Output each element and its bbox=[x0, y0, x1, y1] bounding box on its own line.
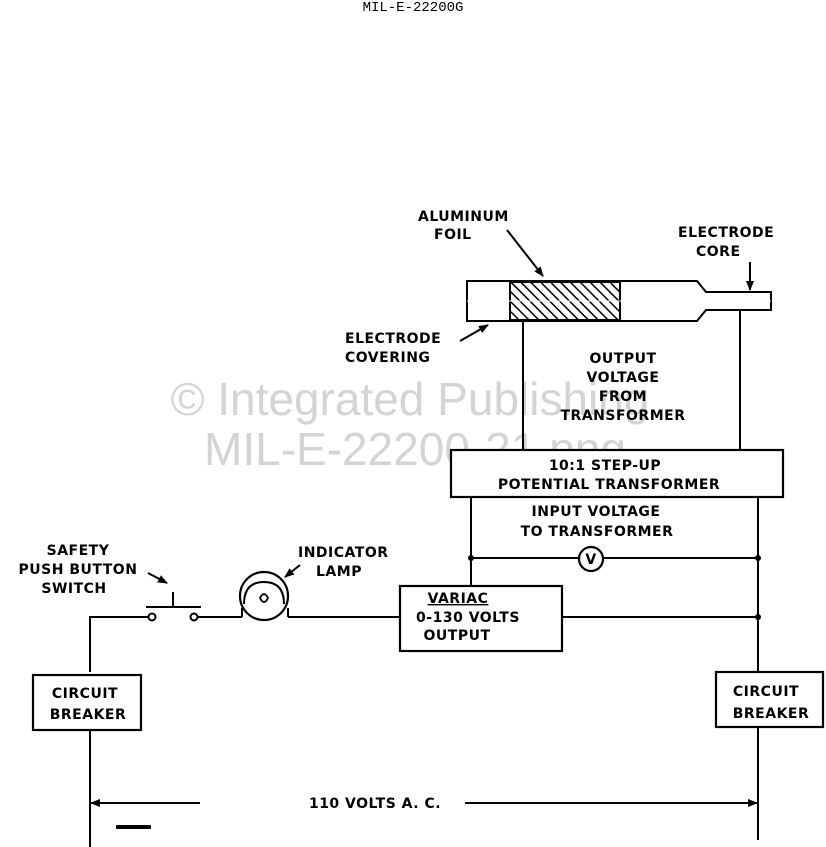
variac-output: OUTPUT bbox=[424, 628, 491, 644]
figure-code-mark bbox=[116, 825, 151, 829]
svg-text:CORE: CORE bbox=[696, 244, 741, 260]
left-supply-wire bbox=[89, 616, 149, 672]
svg-text:BREAKER: BREAKER bbox=[733, 706, 810, 722]
svg-text:VOLTAGE: VOLTAGE bbox=[587, 370, 660, 386]
indicator-lamp-icon bbox=[238, 570, 290, 622]
svg-text:SWITCH: SWITCH bbox=[41, 581, 106, 597]
supply-voltage-dimension: 110 VOLTS A. C. bbox=[90, 796, 758, 812]
covering-arrow-icon bbox=[459, 324, 489, 342]
electrode-core-label: ELECTRODE CORE bbox=[678, 225, 774, 291]
indicator-lamp-label: INDICATOR LAMP bbox=[284, 545, 389, 580]
electrode-covering-label: ELECTRODE COVERING bbox=[345, 324, 489, 366]
aluminum-foil-label: ALUMINUM FOIL bbox=[418, 209, 544, 277]
svg-text:PUSH BUTTON: PUSH BUTTON bbox=[19, 562, 138, 578]
svg-text:BREAKER: BREAKER bbox=[50, 707, 127, 723]
svg-text:OUTPUT: OUTPUT bbox=[590, 351, 657, 367]
transformer-ratio-label: 10:1 STEP-UP bbox=[549, 458, 661, 474]
circuit-breaker-right: CIRCUIT BREAKER bbox=[714, 670, 825, 729]
svg-text:TRANSFORMER: TRANSFORMER bbox=[561, 408, 686, 424]
variac-range: 0-130 VOLTS bbox=[416, 610, 520, 626]
svg-text:ELECTRODE: ELECTRODE bbox=[678, 225, 774, 241]
foil-arrow-icon bbox=[506, 229, 544, 277]
step-up-transformer: 10:1 STEP-UP POTENTIAL TRANSFORMER bbox=[449, 448, 785, 499]
switch-arrow-icon bbox=[147, 572, 168, 584]
circuit-breaker-left: CIRCUIT BREAKER bbox=[31, 673, 143, 732]
safety-switch-label: SAFETY PUSH BUTTON SWITCH bbox=[19, 543, 168, 597]
electrode bbox=[466, 280, 772, 322]
svg-text:TO TRANSFORMER: TO TRANSFORMER bbox=[521, 524, 674, 540]
svg-text:FOIL: FOIL bbox=[434, 227, 472, 243]
transformer-type-label: POTENTIAL TRANSFORMER bbox=[498, 477, 720, 493]
svg-text:FROM: FROM bbox=[599, 389, 647, 405]
voltmeter-icon: V bbox=[577, 545, 605, 573]
watermark-line1: © Integrated Publishing bbox=[171, 373, 650, 425]
svg-text:COVERING: COVERING bbox=[345, 350, 430, 366]
junction-dot bbox=[755, 555, 761, 561]
supply-voltage-label: 110 VOLTS A. C. bbox=[309, 796, 441, 812]
svg-text:ALUMINUM: ALUMINUM bbox=[418, 209, 509, 225]
svg-text:ELECTRODE: ELECTRODE bbox=[345, 331, 441, 347]
svg-text:V: V bbox=[585, 552, 596, 568]
output-voltage-label: OUTPUT VOLTAGE FROM TRANSFORMER bbox=[561, 351, 686, 424]
push-button-switch-icon[interactable] bbox=[146, 592, 201, 622]
junction-dot bbox=[755, 614, 761, 620]
watermark: © Integrated Publishing MIL-E-22200-21.p… bbox=[171, 373, 650, 475]
junction-dot bbox=[468, 555, 474, 561]
variac-title: VARIAC bbox=[428, 591, 489, 607]
svg-text:LAMP: LAMP bbox=[316, 564, 362, 580]
variac-box: VARIAC 0-130 VOLTS OUTPUT bbox=[398, 584, 564, 653]
document-id-header: MIL-E-22200G bbox=[362, 0, 464, 16]
svg-text:INPUT VOLTAGE: INPUT VOLTAGE bbox=[532, 504, 661, 520]
svg-text:CIRCUIT: CIRCUIT bbox=[733, 684, 799, 700]
svg-text:SAFETY: SAFETY bbox=[47, 543, 110, 559]
input-voltage-label: INPUT VOLTAGE TO TRANSFORMER bbox=[521, 504, 674, 540]
svg-text:INDICATOR: INDICATOR bbox=[298, 545, 389, 561]
lamp-arrow-icon bbox=[284, 564, 301, 578]
svg-text:CIRCUIT: CIRCUIT bbox=[52, 686, 118, 702]
